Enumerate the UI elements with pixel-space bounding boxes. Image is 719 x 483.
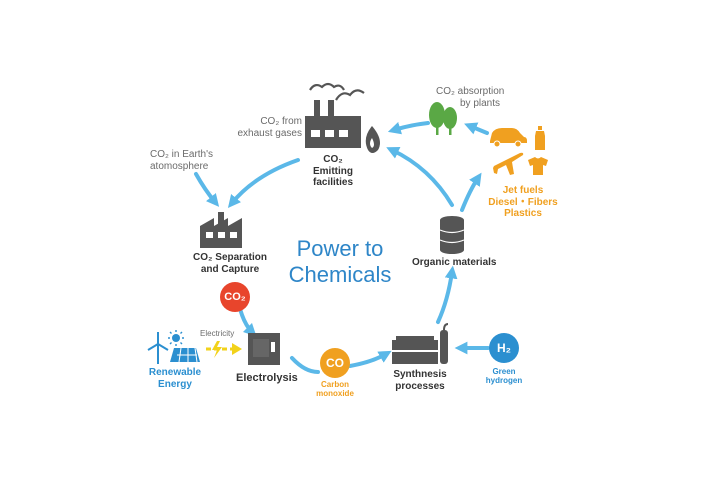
barrel-icon bbox=[439, 216, 465, 254]
tshirt-icon bbox=[528, 157, 548, 175]
synthesis-plant-icon bbox=[392, 323, 449, 364]
electricity-arrow bbox=[206, 341, 242, 358]
renewable-energy-label: Renewable Energy bbox=[148, 367, 202, 390]
airplane-icon bbox=[493, 152, 524, 175]
lightning-icon bbox=[212, 341, 222, 358]
earth-atmosphere-label: CO₂ in Earth's atomosphere bbox=[150, 149, 214, 172]
emitting-facility-icon bbox=[305, 82, 380, 153]
fire-icon bbox=[365, 126, 380, 153]
arrow-products-to-plants bbox=[464, 122, 489, 135]
arrow-plants-to-emitting bbox=[387, 121, 430, 135]
car-icon bbox=[490, 128, 527, 148]
exhaust-gases-label: CO₂ from exhaust gases bbox=[237, 116, 303, 139]
smoke-icon bbox=[309, 82, 345, 91]
arrow-co-to-synthesis bbox=[348, 350, 392, 368]
organic-materials-label: Organic materials bbox=[412, 257, 497, 268]
arrow-electrolysis-to-co bbox=[290, 356, 320, 374]
h2-badge: H₂ bbox=[489, 333, 519, 363]
green-hydrogen-label: Green hydrogen bbox=[485, 367, 523, 386]
electricity-label: Electricity bbox=[200, 329, 235, 338]
products-label: Jet fuels Diesel・Fibers Plastics bbox=[488, 185, 558, 219]
solar-panel-icon bbox=[170, 347, 200, 363]
plants-absorption-label: CO₂ absorption by plants bbox=[436, 86, 505, 109]
synthesis-label: Synthnesis processes bbox=[393, 369, 447, 392]
co2-badge: CO₂ bbox=[220, 282, 250, 312]
electrolysis-label: Electrolysis bbox=[236, 372, 298, 384]
arrow-organic-to-emitting bbox=[386, 146, 454, 207]
carbon-monoxide-label: Carbon monoxide bbox=[316, 380, 354, 399]
arrow-atmosphere-to-separation bbox=[194, 172, 220, 207]
chimney bbox=[328, 100, 334, 118]
separation-factory-icon bbox=[200, 212, 242, 248]
sun-icon bbox=[168, 330, 184, 346]
arrow-organic-to-products bbox=[460, 172, 482, 212]
tree-icon bbox=[429, 102, 457, 135]
emitting-facilities-label: CO₂ Emitting facilities bbox=[312, 154, 354, 188]
chimney bbox=[314, 100, 320, 118]
electrolyzer-icon bbox=[248, 333, 280, 365]
wind-turbine-icon bbox=[147, 332, 169, 364]
arrow-synthesis-to-organic bbox=[436, 265, 458, 324]
separation-label: CO₂ Separation and Capture bbox=[193, 252, 267, 275]
bottle-icon bbox=[535, 126, 545, 150]
page-title: Power to Chemicals bbox=[288, 236, 392, 288]
co-badge: CO bbox=[320, 348, 350, 378]
arrow-emitting-to-separation bbox=[227, 158, 300, 208]
